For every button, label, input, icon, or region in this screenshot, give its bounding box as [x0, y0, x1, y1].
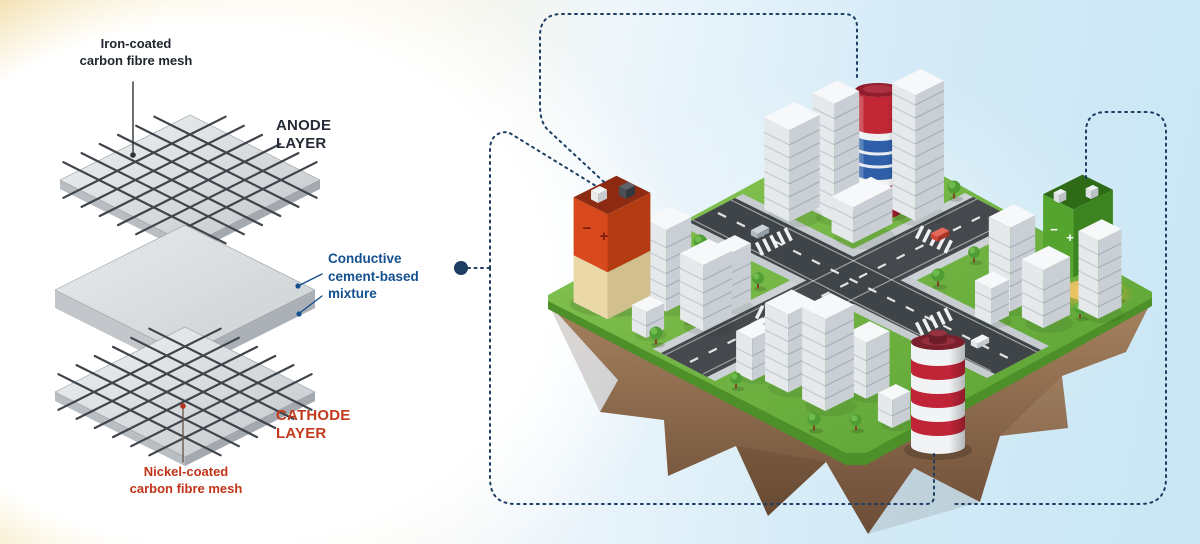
label-iron-coated-mesh: Iron-coated carbon fibre mesh — [79, 36, 193, 68]
leader-iron-dot — [130, 152, 136, 158]
leader-conductive-dot-1 — [295, 283, 301, 289]
car — [750, 224, 770, 239]
tree — [931, 268, 947, 290]
city-building — [764, 102, 823, 228]
leader-conductive-2 — [300, 295, 323, 313]
earth-facet — [736, 446, 826, 516]
city-building — [1021, 245, 1074, 333]
label-nickel-coated-mesh: Nickel-coated carbon fibre mesh — [129, 464, 243, 496]
wire-left-to-orange-battery — [489, 130, 597, 269]
battery-terminal-sign: + — [1066, 230, 1074, 245]
city-building — [877, 384, 914, 432]
leader-conductive-dot-2 — [296, 311, 302, 317]
wire-right-loop-green-battery — [951, 111, 1167, 505]
tree — [947, 180, 963, 202]
city-building — [831, 176, 896, 250]
label-anode-layer: ANODE LAYER — [276, 117, 332, 152]
tree — [649, 326, 665, 348]
electrode-stack — [53, 113, 322, 468]
tree — [730, 372, 745, 392]
battery-terminal-sign: − — [1050, 222, 1058, 237]
tree — [850, 414, 865, 434]
battery-building-orange: −+ — [570, 175, 658, 320]
island-earth — [548, 300, 1152, 534]
tree — [968, 246, 983, 266]
tree — [752, 272, 767, 292]
car — [930, 227, 950, 242]
car — [970, 334, 990, 349]
city-island: −+−+ — [548, 69, 1152, 534]
wire-bottom-loop — [489, 267, 935, 505]
leader-lines — [130, 81, 323, 463]
city-buildings: −+−+ — [570, 69, 1134, 460]
earth-facet — [548, 303, 618, 412]
city-building — [891, 69, 947, 227]
circuit-node-dot — [454, 261, 468, 275]
city-building — [801, 293, 857, 417]
cathode-mesh-layer — [53, 325, 317, 468]
battery-terminal-sign: + — [600, 228, 609, 245]
city-building — [679, 239, 735, 337]
label-cathode-layer: CATHODE LAYER — [276, 407, 351, 442]
battery-tower-striped — [904, 329, 972, 460]
wire-top-loop-to-tower — [539, 13, 858, 183]
tree — [807, 412, 823, 434]
circuit-wires — [467, 13, 1167, 505]
leader-nickel-dot — [180, 403, 186, 409]
earth-facet — [1000, 376, 1068, 436]
city-building — [974, 271, 1012, 328]
city-building — [1078, 219, 1125, 324]
label-conductive-mixture: Conductive cement-based mixture — [328, 251, 419, 302]
battery-terminal-sign: − — [583, 220, 592, 237]
leader-conductive-1 — [299, 273, 323, 286]
earth-facet — [868, 468, 980, 534]
